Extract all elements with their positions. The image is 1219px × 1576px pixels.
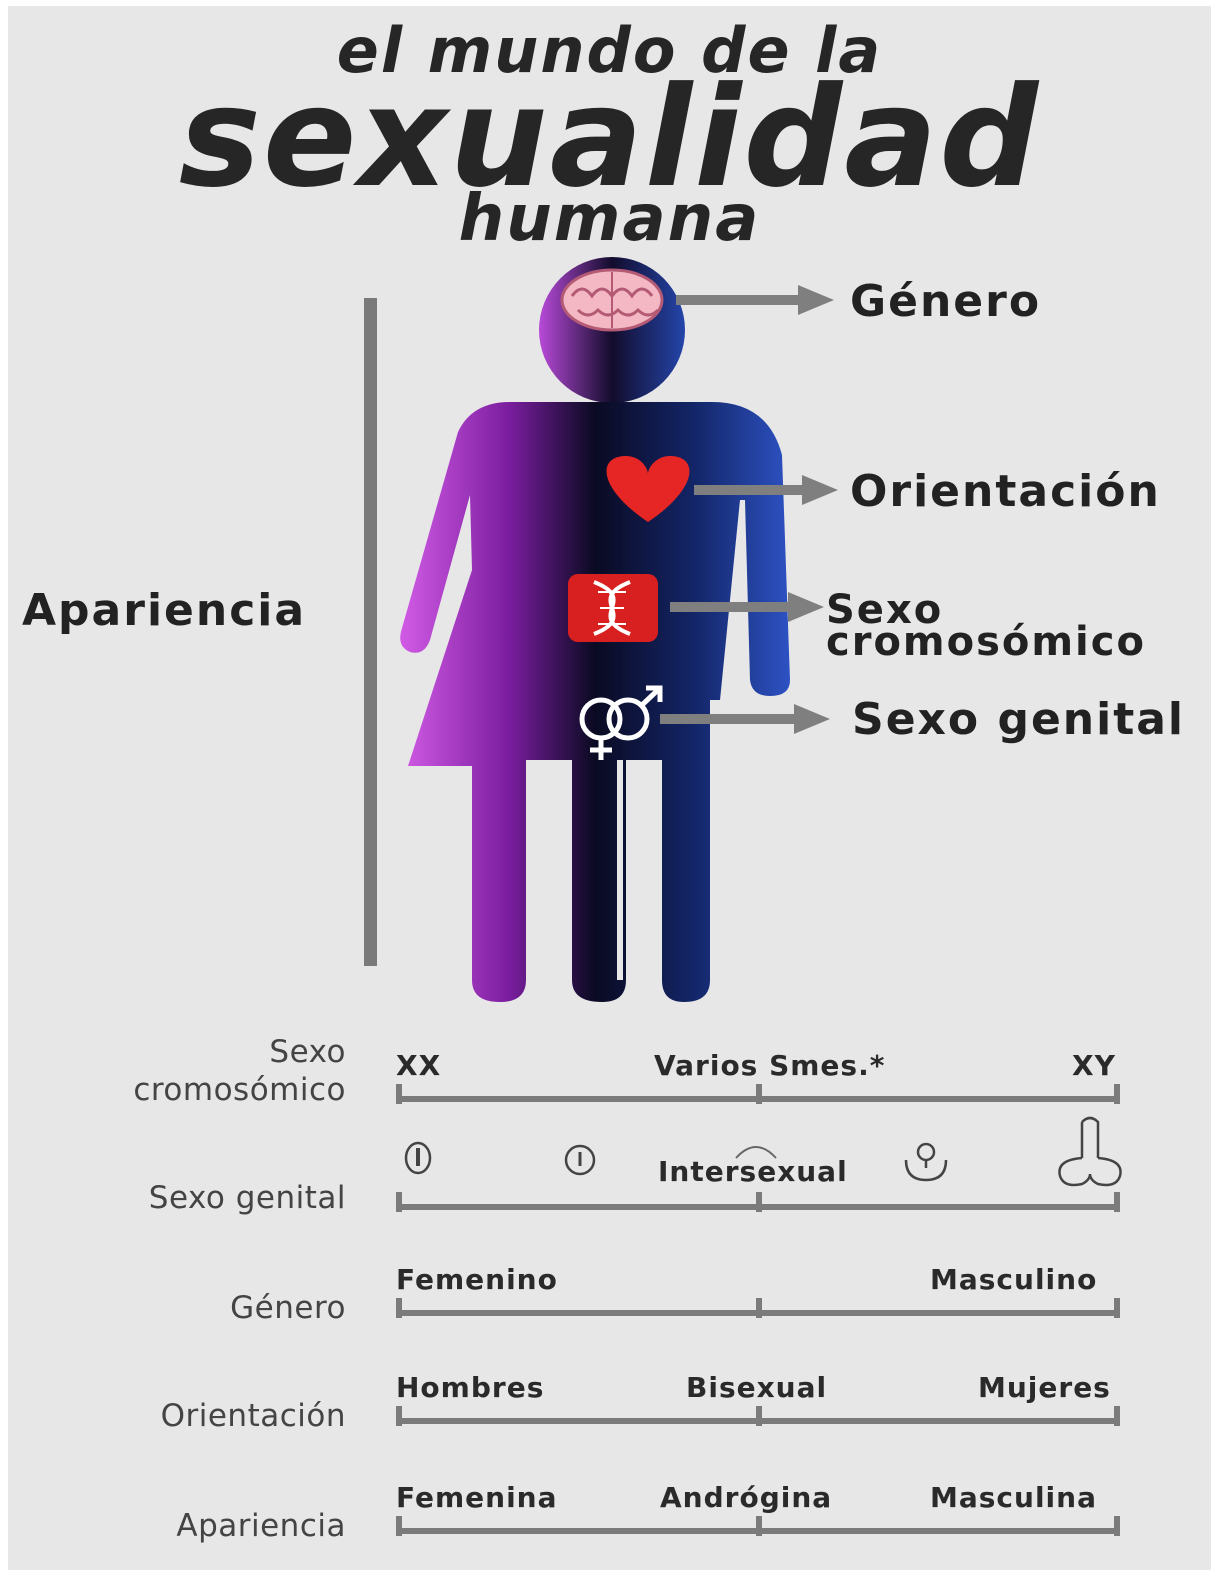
scale-cromosomico-right: XY (1072, 1049, 1116, 1082)
tick (1114, 1298, 1120, 1318)
callout-genital: Sexo genital (852, 694, 1186, 745)
tick (1114, 1084, 1120, 1104)
dna-icon (568, 574, 658, 642)
callout-cromosomico-1: Sexo (826, 587, 944, 633)
tick (1114, 1192, 1120, 1212)
tick (396, 1084, 402, 1104)
scale-label-cromosomico-1: Sexo (269, 1034, 346, 1070)
tick (756, 1406, 762, 1426)
scale-orientacion-middle: Bisexual (686, 1371, 828, 1404)
arrow-cromosomico (670, 592, 824, 622)
scale-orientacion-right: Mujeres (978, 1371, 1111, 1404)
tick (396, 1298, 402, 1318)
scale-label-orientacion: Orientación (160, 1398, 346, 1434)
scale-cromosomico-middle: Varios Smes.* (654, 1049, 886, 1082)
title-line-3: humana (458, 182, 761, 256)
brain-icon (560, 268, 664, 332)
gender-symbols-icon (579, 685, 663, 760)
scale-genital-middle: Intersexual (658, 1155, 848, 1188)
tick (1114, 1516, 1120, 1536)
callout-cromosomico-2: cromosómico (826, 619, 1146, 665)
scale-genero-right: Masculino (930, 1263, 1098, 1296)
scale-label-genero: Género (230, 1290, 346, 1326)
scale-label-genital: Sexo genital (148, 1180, 346, 1216)
callout-genero: Género (850, 276, 1042, 327)
callout-orientacion: Orientación (850, 466, 1161, 517)
scale-apariencia-right: Masculina (930, 1481, 1097, 1514)
tick (756, 1298, 762, 1318)
tick (396, 1406, 402, 1426)
genital-icon-2 (564, 1144, 596, 1176)
genital-icon-3 (735, 1146, 777, 1159)
tick (756, 1516, 762, 1536)
tick (1114, 1406, 1120, 1426)
scale-orientacion-left: Hombres (396, 1371, 545, 1404)
arrow-orientacion (694, 475, 838, 505)
scale-apariencia-left: Femenina (396, 1481, 558, 1514)
tick (396, 1192, 402, 1212)
heart-icon (606, 455, 690, 522)
genital-icon-4 (904, 1142, 948, 1182)
title-line-1: el mundo de la (336, 14, 883, 87)
genital-icon-1 (404, 1141, 432, 1175)
arrow-genital (660, 704, 830, 734)
scale-apariencia-middle: Andrógina (660, 1481, 833, 1514)
appearance-bracket (364, 298, 377, 966)
scale-cromosomico-left: XX (396, 1049, 442, 1082)
arrow-genero (676, 285, 834, 315)
scale-genero-left: Femenino (396, 1263, 558, 1296)
scale-label-apariencia: Apariencia (176, 1508, 346, 1544)
scale-label-cromosomico-2: cromosómico (133, 1072, 346, 1108)
tick (396, 1516, 402, 1536)
appearance-label: Apariencia (22, 585, 307, 636)
tick (756, 1084, 762, 1104)
genital-icon-5 (1058, 1116, 1122, 1187)
tick (756, 1192, 762, 1212)
title-line-2: sexualidad (178, 57, 1041, 218)
